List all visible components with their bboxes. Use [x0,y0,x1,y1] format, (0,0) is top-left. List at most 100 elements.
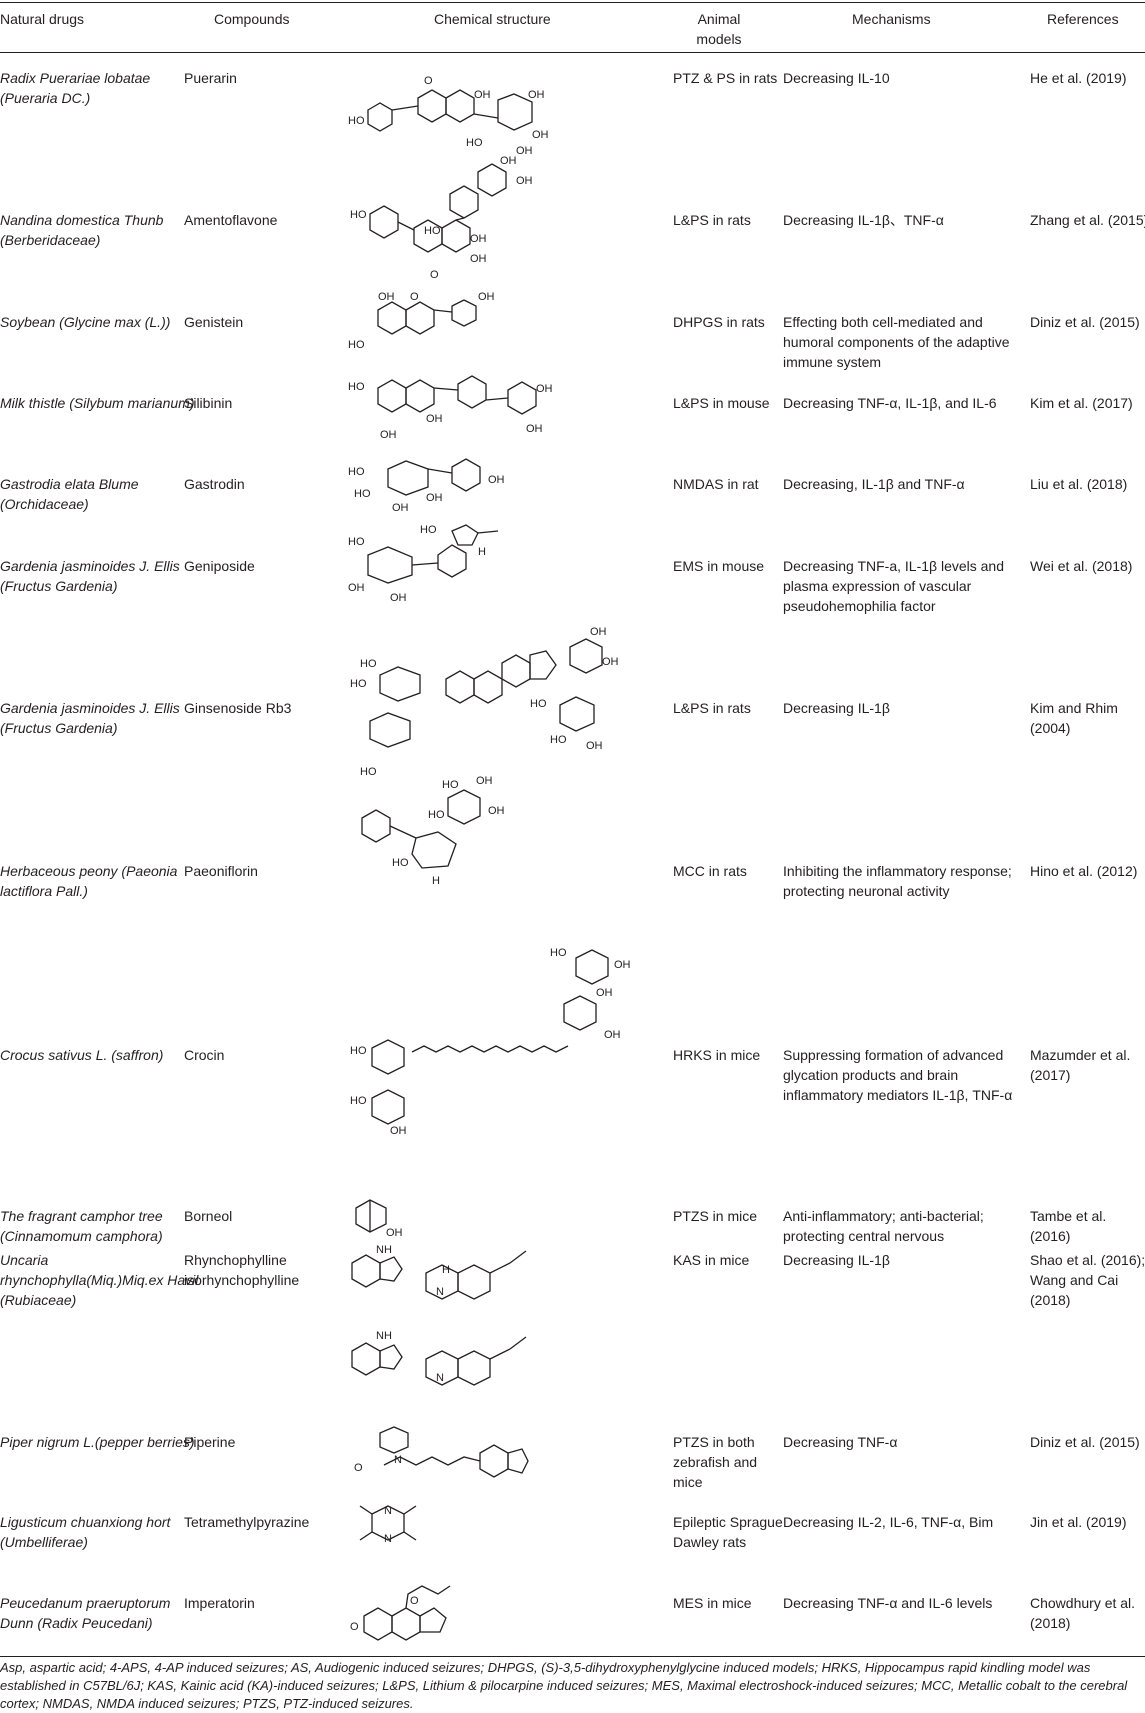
structure-ginsenoside-rb3: HO HO OH OH HO HO OH HO [350,625,630,778]
cell-compound: Tetramethylpyrazine [184,1514,310,1530]
cell-natural-drug: Peucedanum praeruptorum Dunn (Radix Peuc… [0,1595,171,1631]
cell-animal-model: MES in mice [673,1595,752,1611]
cell-animal-model: DHPGS in rats [673,314,765,330]
cell-reference: Liu et al. (2018) [1030,476,1128,492]
svg-text:H: H [442,1264,450,1276]
cell-animal-model: Epileptic Sprague Dawley rats [673,1514,783,1550]
structure-crocin: HO OH OH HO HO OH OH [350,947,670,1138]
structure-borneol: OH [350,1198,410,1246]
cell-reference: Hino et al. (2012) [1030,863,1138,879]
cell-animal-model: PTZ & PS in rats [673,70,778,86]
structure-isorhynchophylline: NH N [350,1323,580,1413]
header-chemical-structure: Chemical structure [434,11,551,27]
cell-mechanism: Decreasing IL-10 [783,70,890,86]
structure-puerarin: HO OH OH OH OH HO O [348,58,578,158]
svg-text:HO: HO [354,488,371,500]
svg-text:HO: HO [424,225,441,237]
table-footnote: Asp, aspartic acid; 4-APS, 4-AP induced … [0,1660,1128,1711]
cell-animal-model: HRKS in mice [673,1047,761,1063]
cell-animal-model: MCC in rats [673,863,747,879]
cell-reference: Wei et al. (2018) [1030,558,1133,574]
cell-natural-drug: Nandina domestica Thunb (Berberidaceae) [0,212,164,248]
cell-mechanism: Decreasing IL-1β [783,700,890,716]
svg-text:N: N [384,1533,392,1545]
cell-mechanism: Anti-inflammatory; anti-bacterial; prote… [783,1208,984,1244]
cell-natural-drug: Ligusticum chuanxiong hort (Umbelliferae… [0,1514,171,1550]
cell-mechanism: Decreasing IL-1β [783,1252,890,1268]
cell-animal-model: PTZS in both zebrafish and mice [673,1434,758,1490]
cell-reference: Jin et al. (2019) [1030,1514,1127,1530]
svg-text:O: O [424,75,433,87]
cell-compound: Rhynchophylline isorhynchophylline [184,1252,300,1288]
cell-mechanism: Inhibiting the inflammatory response; pr… [783,863,1012,899]
svg-text:OH: OH [528,89,545,101]
cell-natural-drug: Soybean (Glycine max (L.)) [0,314,171,330]
svg-text:O: O [354,1462,363,1474]
svg-text:HO: HO [348,381,365,393]
table-bottom-rule [0,1656,1145,1657]
svg-text:OH: OH [516,145,533,157]
cell-mechanism: Decreasing IL-2, IL-6, TNF-α, Bim [783,1514,994,1530]
cell-natural-drug: The fragrant camphor tree (Cinnamomum ca… [0,1208,163,1244]
svg-text:O: O [410,291,419,303]
svg-text:OH: OH [602,656,619,668]
structure-paeoniflorin: HO OH HO OH HO H [352,775,552,888]
header-natural-drugs: Natural drugs [0,11,85,27]
svg-text:HO: HO [360,658,377,670]
cell-mechanism: Decreasing TNF-a, IL-1β levels and plasm… [783,558,1004,614]
cell-natural-drug: Radix Puerariae lobatae (Pueraria DC.) [0,70,151,106]
svg-text:HO: HO [350,1095,367,1107]
cell-reference: He et al. (2019) [1030,70,1127,86]
structure-piperine: N O [350,1426,540,1487]
cell-mechanism: Decreasing TNF-α [783,1434,898,1450]
svg-text:O: O [430,269,439,281]
cell-reference: Shao et al. (2016); Wang and Cai (2018) [1030,1252,1145,1308]
svg-text:OH: OH [516,175,533,187]
header-rule [0,52,1145,53]
cell-compound: Crocin [184,1047,225,1063]
svg-text:HO: HO [428,809,445,821]
cell-natural-drug: Gardenia jasminoides J. Ellis (Fructus G… [0,700,180,736]
svg-text:OH: OH [470,253,487,265]
svg-text:N: N [436,1286,444,1298]
svg-text:H: H [432,875,440,887]
label-ho: HO [348,115,365,127]
svg-text:NH: NH [376,1330,392,1342]
svg-text:OH: OH [470,233,487,245]
svg-text:HO: HO [348,466,365,478]
svg-text:OH: OH [596,987,613,999]
svg-text:OH: OH [386,1227,403,1239]
svg-text:OH: OH [392,502,409,514]
structure-amentoflavone: HO OH OH OH OH HO O [350,155,560,283]
svg-text:HO: HO [360,766,377,778]
cell-natural-drug: Herbaceous peony (Paeonia lactiflora Pal… [0,863,178,899]
cell-animal-model: L&PS in rats [673,700,751,716]
svg-text:OH: OH [488,805,505,817]
svg-text:NH: NH [376,1244,392,1256]
svg-text:HO: HO [530,698,547,710]
svg-text:OH: OH [532,129,549,141]
structure-tetramethylpyrazine: N N [356,1502,426,1558]
cell-mechanism: Decreasing TNF-α, IL-1β, and IL-6 [783,395,997,411]
svg-text:H: H [478,546,486,558]
svg-text:HO: HO [392,857,409,869]
cell-compound: Borneol [184,1208,233,1224]
svg-text:OH: OH [536,383,553,395]
cell-reference: Diniz et al. (2015) [1030,1434,1140,1450]
cell-reference: Tambe et al. (2016) [1030,1208,1107,1244]
svg-text:HO: HO [350,209,367,221]
svg-text:N: N [384,1505,392,1517]
svg-text:N: N [394,1454,402,1466]
cell-natural-drug: Milk thistle (Silybum marianum) [0,395,195,411]
svg-text:HO: HO [348,536,365,548]
cell-compound: Piperine [184,1434,236,1450]
structure-genistein: OH O OH HO [348,291,508,354]
svg-text:O: O [410,1595,419,1607]
svg-text:HO: HO [550,947,567,959]
svg-text:OH: OH [390,1125,407,1137]
svg-text:HO: HO [348,339,365,351]
cell-reference: Mazumder et al. (2017) [1030,1047,1131,1083]
structure-silibinin: HO OH OH OH OH [348,370,578,441]
cell-compound: Puerarin [184,70,237,86]
cell-compound: Paeoniflorin [184,863,258,879]
